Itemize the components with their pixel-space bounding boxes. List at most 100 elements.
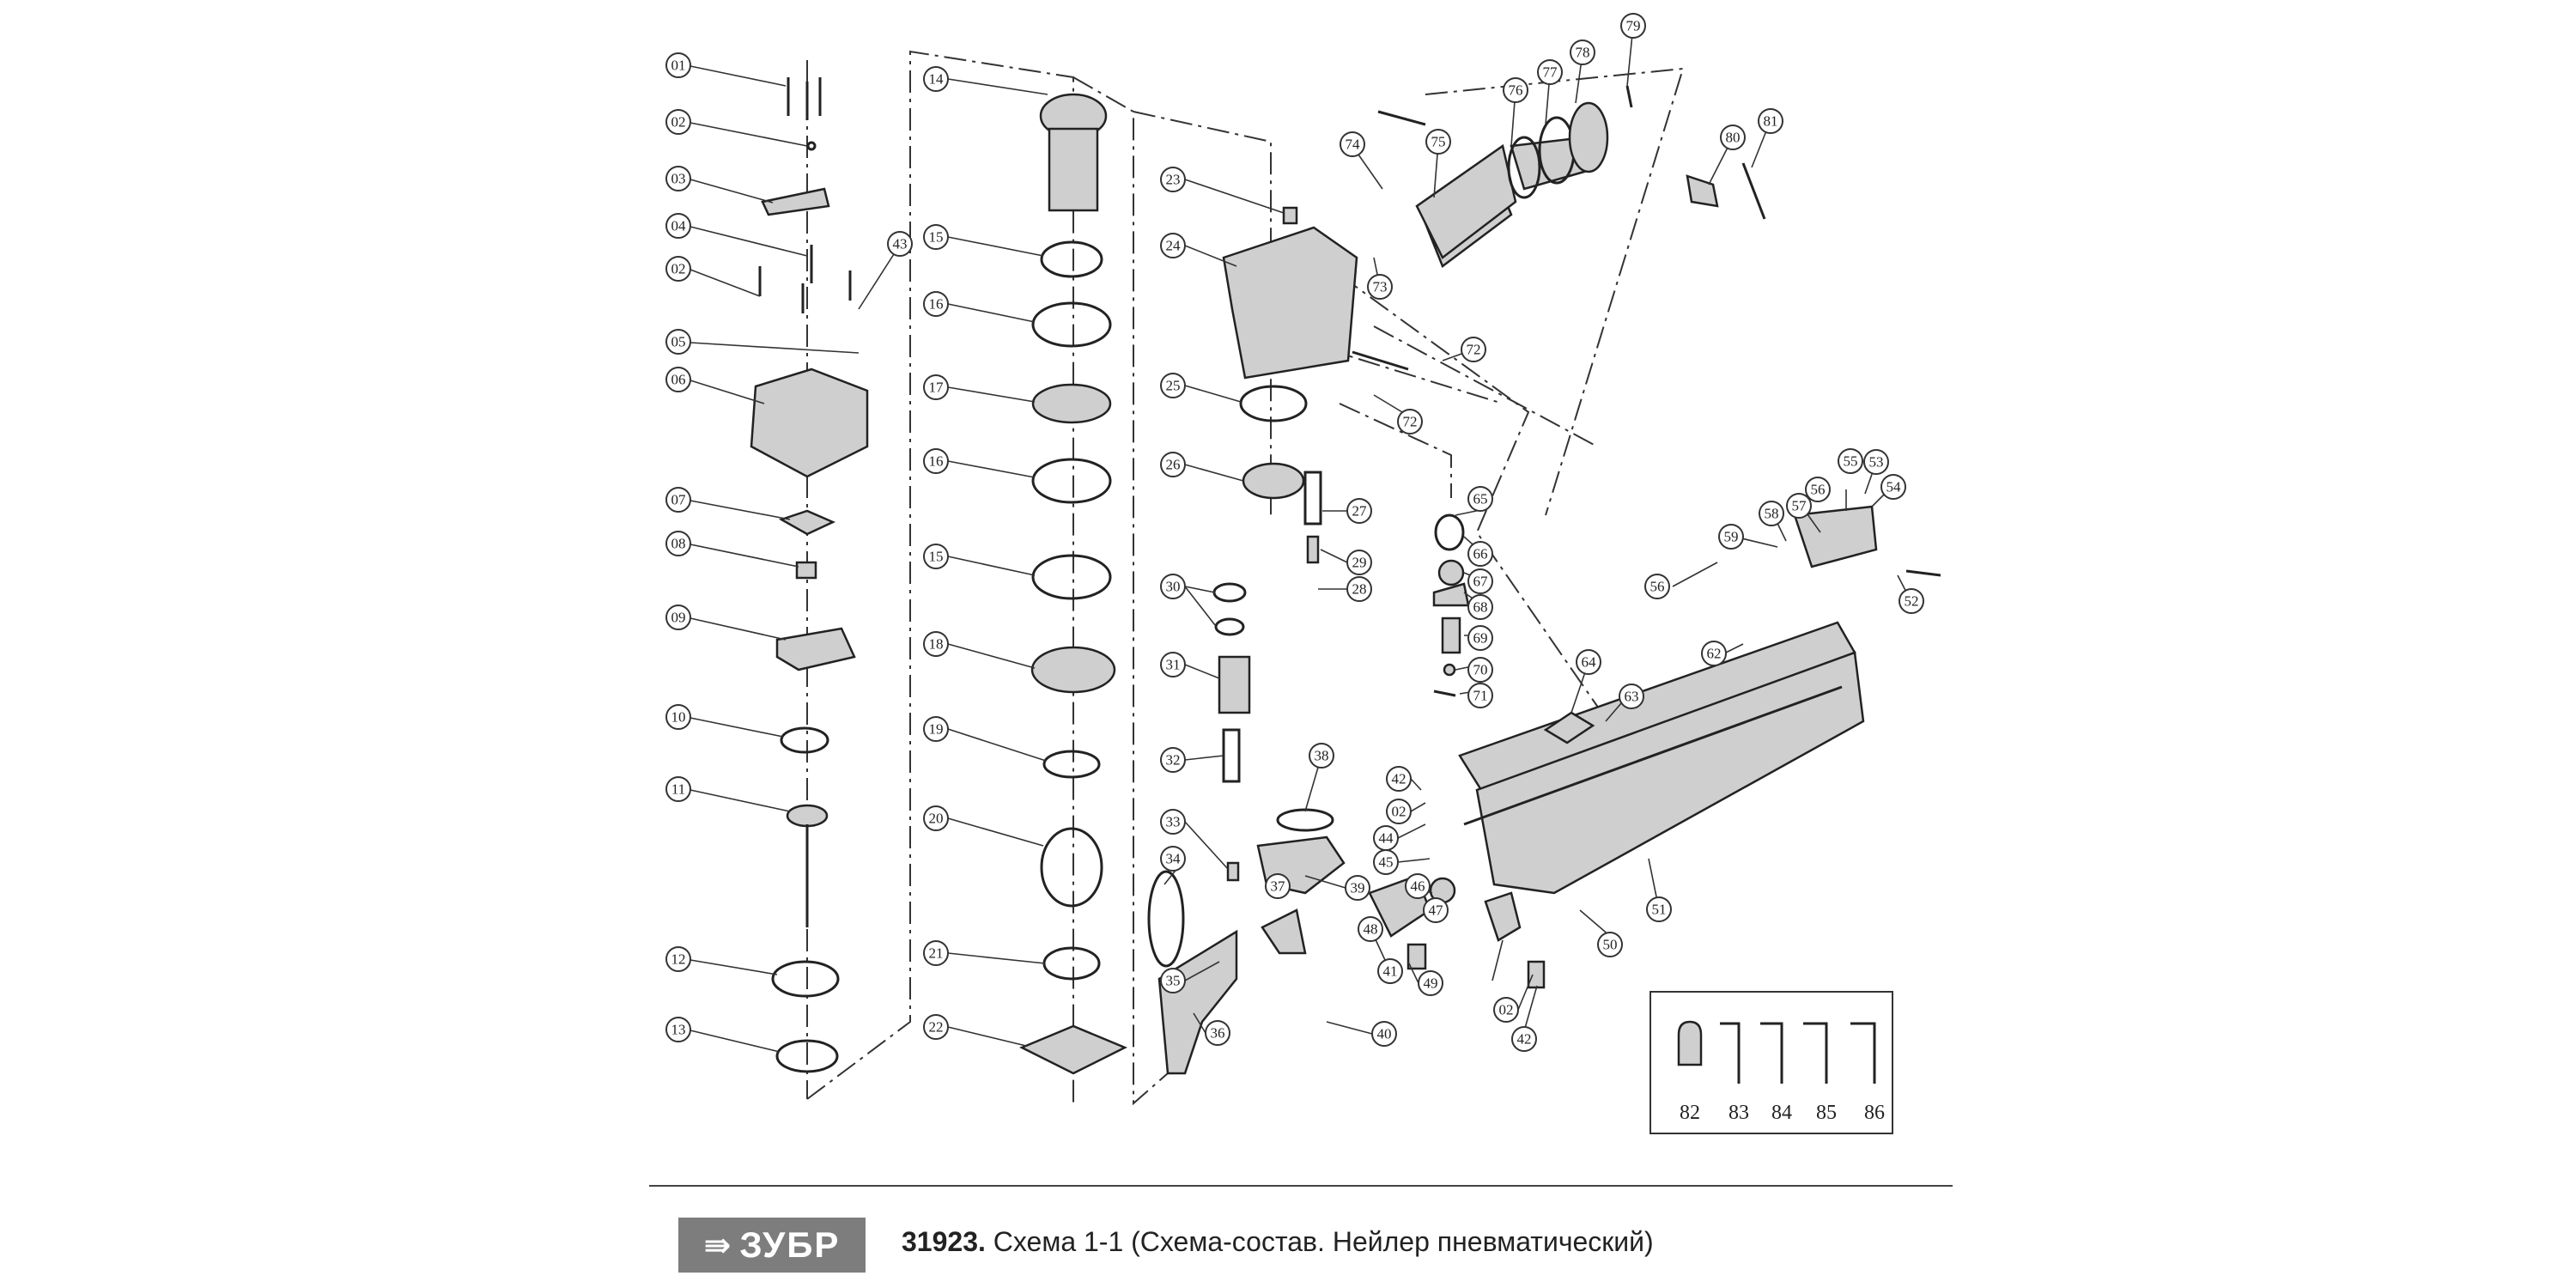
- svg-text:45: 45: [1379, 854, 1394, 871]
- callout-68: 68: [1467, 594, 1493, 620]
- svg-text:17: 17: [929, 380, 945, 396]
- svg-text:72: 72: [1467, 342, 1481, 358]
- plug-part: [1677, 1020, 1703, 1066]
- callout-33: 33: [1160, 809, 1186, 835]
- svg-text:40: 40: [1377, 1026, 1392, 1042]
- callout-64: 64: [1576, 649, 1601, 675]
- svg-text:02: 02: [671, 114, 686, 131]
- callout-71: 71: [1467, 683, 1493, 708]
- callout-56: 56: [1644, 574, 1670, 599]
- callout-09: 09: [665, 605, 691, 630]
- callout-02: 02: [1493, 997, 1519, 1023]
- svg-text:34: 34: [1166, 851, 1182, 867]
- callout-81: 81: [1758, 108, 1783, 134]
- svg-text:76: 76: [1509, 82, 1523, 99]
- svg-text:08: 08: [671, 536, 686, 552]
- callout-29: 29: [1346, 550, 1372, 575]
- callout-02: 02: [665, 109, 691, 135]
- callout-50: 50: [1597, 932, 1623, 957]
- svg-text:06: 06: [671, 372, 686, 388]
- svg-text:10: 10: [671, 709, 686, 726]
- logo-arrow-icon: ⇛: [703, 1227, 732, 1264]
- svg-text:70: 70: [1473, 662, 1488, 678]
- svg-text:16: 16: [929, 296, 944, 313]
- svg-text:69: 69: [1473, 630, 1488, 647]
- model-number: 31923.: [902, 1226, 986, 1257]
- svg-text:31: 31: [1166, 657, 1181, 673]
- callout-18: 18: [923, 631, 949, 657]
- svg-text:42: 42: [1392, 771, 1406, 787]
- callout-70: 70: [1467, 657, 1493, 683]
- callout-74: 74: [1340, 131, 1365, 157]
- svg-text:15: 15: [929, 549, 944, 565]
- svg-text:20: 20: [929, 811, 944, 827]
- callout-08: 08: [665, 531, 691, 556]
- svg-text:35: 35: [1166, 973, 1181, 989]
- svg-text:19: 19: [929, 721, 944, 738]
- svg-text:41: 41: [1383, 963, 1398, 980]
- svg-text:66: 66: [1473, 546, 1488, 562]
- callout-49: 49: [1418, 970, 1443, 996]
- callout-52: 52: [1899, 588, 1924, 614]
- svg-text:09: 09: [671, 610, 686, 626]
- svg-text:32: 32: [1166, 752, 1181, 769]
- column-1-parts: [750, 77, 869, 1073]
- svg-text:03: 03: [671, 171, 686, 187]
- callout-72: 72: [1461, 337, 1486, 362]
- callout-69: 69: [1467, 625, 1493, 651]
- svg-text:75: 75: [1431, 134, 1446, 150]
- callout-62: 62: [1701, 641, 1727, 666]
- callout-45: 45: [1373, 849, 1399, 875]
- callout-59: 59: [1718, 524, 1744, 550]
- svg-text:50: 50: [1603, 937, 1618, 953]
- svg-text:73: 73: [1373, 279, 1388, 295]
- callout-16: 16: [923, 448, 949, 474]
- callout-53: 53: [1863, 449, 1889, 475]
- svg-text:42: 42: [1517, 1031, 1532, 1048]
- svg-text:15: 15: [929, 229, 944, 246]
- svg-text:52: 52: [1905, 593, 1919, 610]
- svg-text:30: 30: [1166, 579, 1181, 595]
- callout-47: 47: [1423, 897, 1449, 923]
- callout-51: 51: [1646, 896, 1672, 922]
- svg-text:12: 12: [671, 951, 686, 968]
- svg-text:56: 56: [1650, 579, 1665, 595]
- key-label-86: 86: [1864, 1102, 1885, 1124]
- hex-key-84: [1760, 1022, 1783, 1084]
- callout-73: 73: [1367, 274, 1393, 300]
- hex-key-86: [1850, 1022, 1876, 1084]
- svg-text:56: 56: [1811, 482, 1826, 498]
- svg-text:79: 79: [1626, 18, 1641, 34]
- callout-67: 67: [1467, 568, 1493, 594]
- key-label-84: 84: [1771, 1102, 1792, 1124]
- callout-28: 28: [1346, 576, 1372, 602]
- svg-text:48: 48: [1364, 921, 1378, 938]
- svg-text:02: 02: [671, 261, 686, 277]
- callout-35: 35: [1160, 968, 1186, 993]
- assembly-dash-lines: [806, 50, 1685, 1106]
- svg-text:11: 11: [671, 781, 685, 798]
- svg-text:72: 72: [1403, 414, 1418, 430]
- svg-text:02: 02: [1499, 1002, 1514, 1018]
- svg-text:36: 36: [1211, 1025, 1225, 1042]
- callout-15: 15: [923, 224, 949, 250]
- svg-text:02: 02: [1392, 804, 1406, 820]
- callout-46: 46: [1405, 873, 1431, 899]
- svg-text:78: 78: [1576, 45, 1590, 61]
- callout-56: 56: [1805, 477, 1831, 502]
- callout-79: 79: [1620, 13, 1646, 39]
- callout-16: 16: [923, 291, 949, 317]
- svg-text:68: 68: [1473, 599, 1488, 616]
- column-2-parts: [1018, 93, 1128, 1075]
- callout-21: 21: [923, 940, 949, 966]
- callout-07: 07: [665, 487, 691, 513]
- svg-text:58: 58: [1765, 506, 1779, 522]
- callout-02: 02: [1386, 799, 1412, 824]
- svg-text:14: 14: [929, 71, 945, 88]
- callout-38: 38: [1309, 743, 1334, 769]
- callout-03: 03: [665, 166, 691, 191]
- svg-text:21: 21: [929, 945, 944, 962]
- callout-44: 44: [1373, 825, 1399, 851]
- brand-logo: ⇛ ЗУБР: [678, 1218, 866, 1273]
